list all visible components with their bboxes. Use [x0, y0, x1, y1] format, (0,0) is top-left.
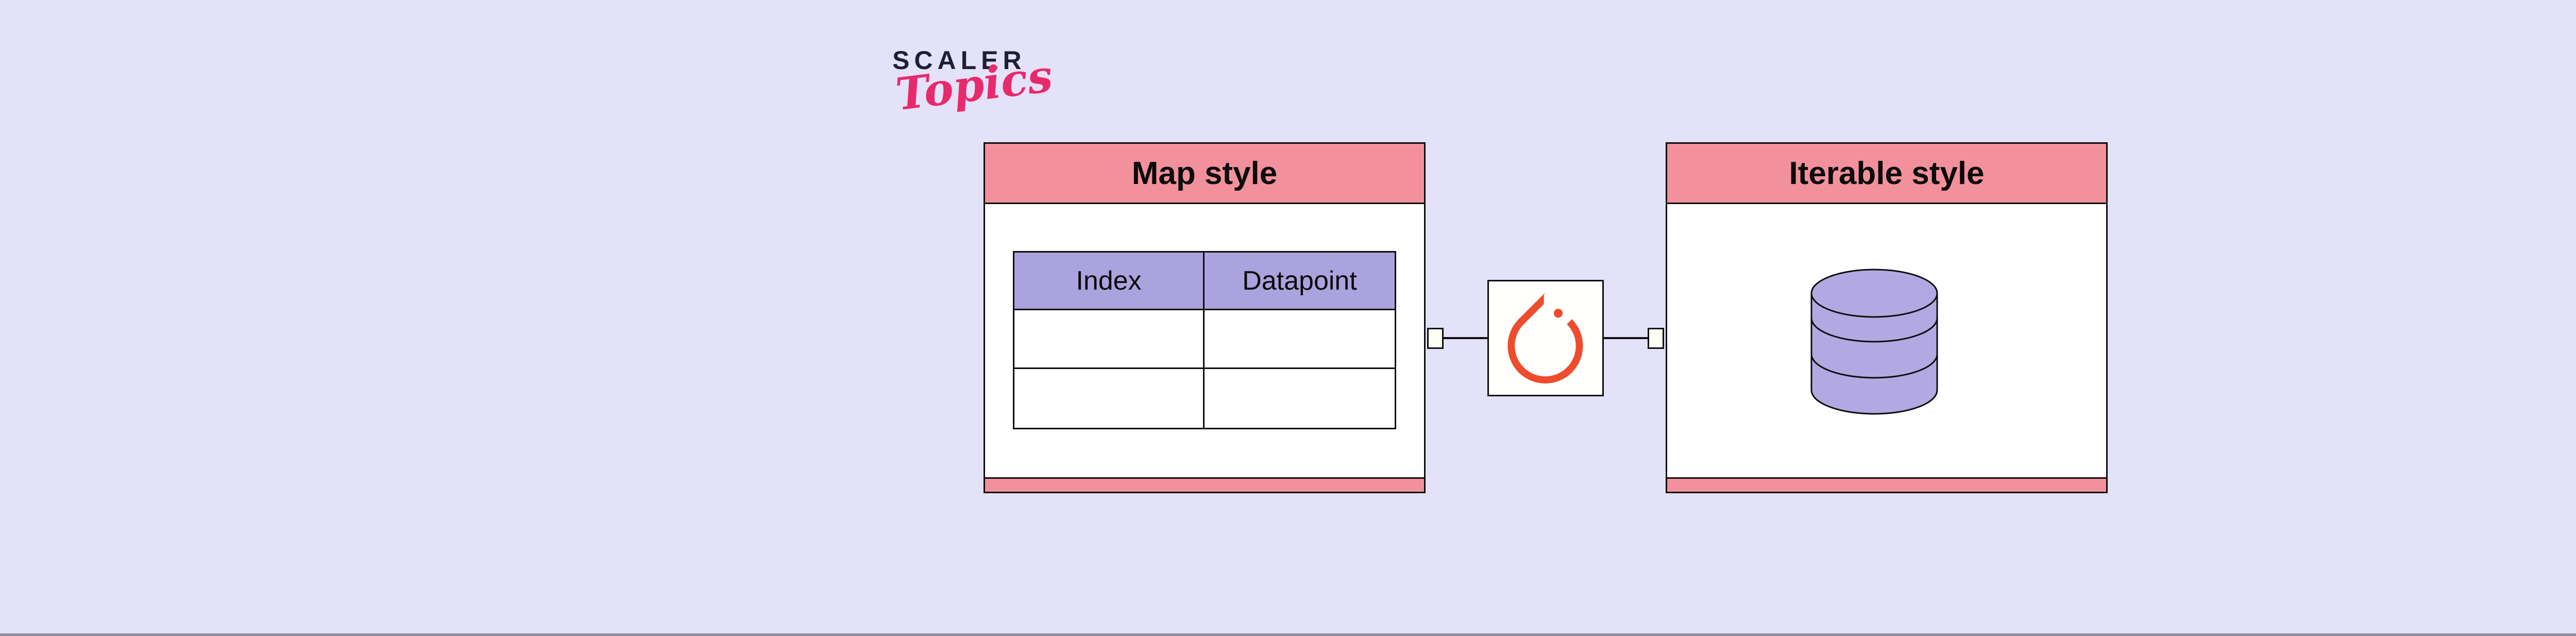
- connection-port-left: [1427, 328, 1444, 349]
- map-style-table: Index Datapoint: [1013, 251, 1396, 429]
- iterable-style-panel: Iterable style: [1666, 142, 2108, 493]
- scaler-wordmark: SCALER: [892, 46, 1026, 75]
- table-cell: [1205, 310, 1395, 369]
- map-style-panel: Map style Index Datapoint: [984, 142, 1426, 493]
- iterable-style-panel-title: Iterable style: [1667, 144, 2106, 204]
- map-panel-footer-band: [985, 477, 1424, 492]
- table-cell: [1014, 369, 1205, 428]
- table-header-index: Index: [1014, 253, 1205, 310]
- connector-line-left: [1436, 337, 1488, 339]
- table-cell: [1205, 369, 1395, 428]
- table-header-datapoint: Datapoint: [1205, 253, 1395, 310]
- bottom-edge-strip: [0, 633, 2576, 636]
- pytorch-icon: [1507, 292, 1583, 384]
- iterable-panel-footer-band: [1667, 477, 2106, 492]
- table-cell: [1014, 310, 1205, 369]
- connector-line-right: [1604, 337, 1655, 339]
- connection-port-right: [1648, 328, 1664, 349]
- map-style-panel-title: Map style: [985, 144, 1424, 204]
- pytorch-node: [1487, 280, 1604, 396]
- database-icon: [1810, 269, 1938, 415]
- scaler-topics-logo: SCALER Topics: [892, 45, 1055, 121]
